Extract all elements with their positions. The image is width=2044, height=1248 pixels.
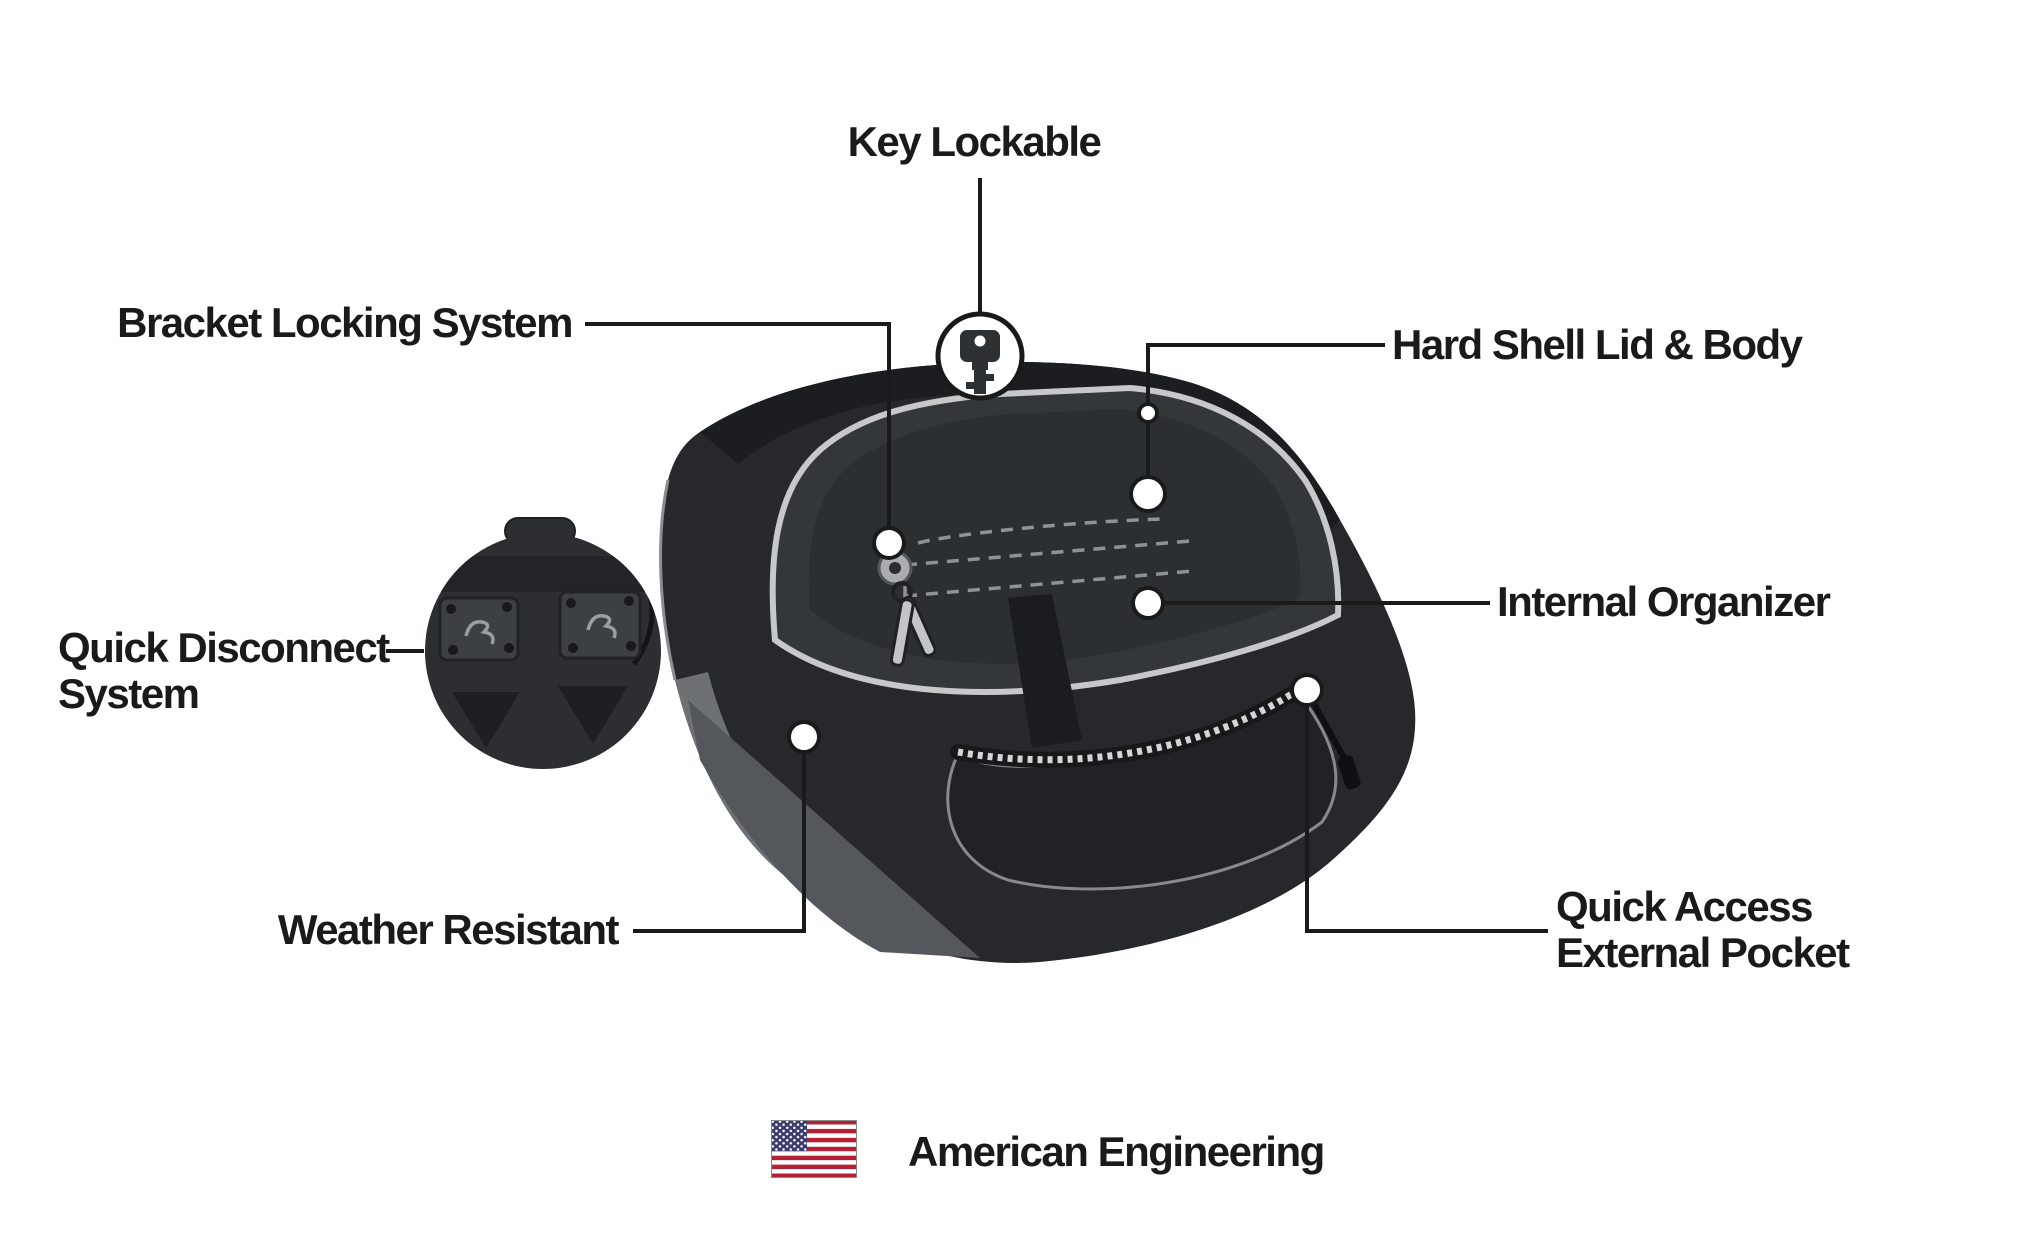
weather-resistant-line <box>633 753 806 933</box>
internal-organizer-marker <box>1131 586 1165 620</box>
label-quick-disconnect-system: Quick Disconnect System <box>58 624 390 718</box>
saddlebag-illustration <box>659 362 1416 964</box>
label-hard-shell-lid-body: Hard Shell Lid & Body <box>1392 321 1803 368</box>
label-quick-access-external-pocket: Quick Access External Pocket <box>1556 883 1850 977</box>
label-quick-access-line1: Quick Access <box>1556 883 1813 930</box>
label-american-engineering: American Engineering <box>908 1128 1325 1175</box>
key-icon <box>935 311 1025 401</box>
bag-sheen <box>688 700 980 958</box>
mount-wedge-right <box>558 686 628 744</box>
bracket-screws <box>446 596 636 655</box>
bracket-locking-line <box>585 322 891 528</box>
strap <box>1008 594 1082 748</box>
label-quick-access-line2: External Pocket <box>1556 929 1850 977</box>
bracket-plate-right <box>558 590 642 660</box>
label-internal-organizer: Internal Organizer <box>1497 578 1831 625</box>
label-weather-resistant: Weather Resistant <box>277 906 620 953</box>
label-key-lockable: Key Lockable <box>847 118 1102 165</box>
quick-access-line <box>1305 706 1548 933</box>
mount-wedge-left <box>452 692 520 748</box>
label-bracket-locking-system: Bracket Locking System <box>117 299 573 346</box>
quick-access-marker <box>1290 673 1324 707</box>
recess-shading <box>808 409 1301 664</box>
zipper-pull-cord <box>1309 698 1347 760</box>
hard-shell-dot <box>1137 402 1159 424</box>
callout-lines <box>386 178 1548 933</box>
bracket-plate-left <box>438 596 520 662</box>
bracket-locking-marker <box>872 526 906 560</box>
hard-shell-marker <box>1129 475 1167 513</box>
callout-markers <box>787 402 1324 754</box>
zipper-pull <box>1337 755 1361 790</box>
keys <box>889 581 937 667</box>
label-quick-disconnect-line1: Quick Disconnect <box>58 624 390 671</box>
weather-resistant-marker <box>787 720 821 754</box>
external-pocket <box>946 682 1361 891</box>
left-edge-line <box>659 479 677 681</box>
quick-disconnect-inset <box>425 517 661 769</box>
us-flag-icon <box>771 1120 857 1178</box>
label-quick-disconnect-line2: System <box>58 670 200 718</box>
internal-organizer-stitching <box>903 517 1194 640</box>
hard-shell-line <box>1146 343 1385 477</box>
zipper <box>950 682 1306 768</box>
